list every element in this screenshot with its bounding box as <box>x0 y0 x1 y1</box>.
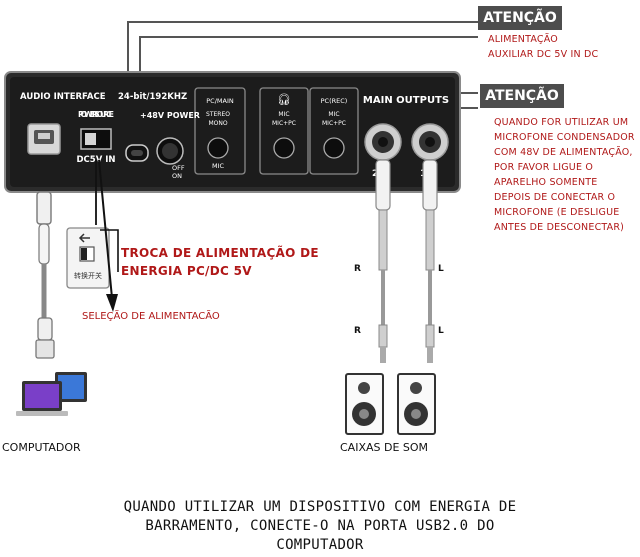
attention-1-line: AUXILIAR DC 5V IN DC <box>488 49 599 60</box>
attention-2-line: MICROFONE (E DESLIGUE <box>494 207 620 218</box>
switch-diagram <box>66 227 110 289</box>
attention-2-line: ANTES DE DESCONECTAR) <box>494 222 625 233</box>
headphone-knob <box>273 137 295 159</box>
usb-cable <box>35 191 55 359</box>
caption-line: BARRAMENTO, CONECTE-O NA PORTA USB2.0 DO <box>145 518 495 534</box>
speaker-left <box>397 373 436 435</box>
output-jack-r <box>364 123 402 161</box>
caption-line: QUANDO UTILIZAR UM DISPOSITIVO COM ENERG… <box>123 499 517 515</box>
headphone-icon: 🎧︎ <box>277 93 291 106</box>
pc-main-label: PC/MAIN <box>206 97 234 105</box>
usb-b-port <box>27 123 61 155</box>
attention-1-line: ALIMENTAÇÃO <box>488 34 558 45</box>
computer-label: COMPUTADOR <box>2 441 81 454</box>
switch-title: TROCA DE ALIMENTAÇÃO DE ENERGIA PC/DC 5V <box>121 244 319 280</box>
power-source-label: POWER SOURCE <box>78 110 114 119</box>
speaker-right <box>345 373 384 435</box>
attention-2-line: COM 48V DE ALIMENTAÇÃO, <box>494 147 633 158</box>
device-spec: 24-bit/192KHZ <box>118 92 187 102</box>
attention-2-line: QUANDO FOR UTILIZAR UM <box>494 117 629 128</box>
attention-2-line: APARELHO SOMENTE <box>494 177 598 188</box>
cable-l-bottom: L <box>438 326 444 336</box>
selection-arrow <box>98 159 113 299</box>
cable-r-bottom: R <box>354 326 361 336</box>
attention-2-line: DEPOIS DE CONECTAR O <box>494 192 616 203</box>
switch-leader-lines <box>95 159 119 312</box>
hp-mic-label: MIC <box>278 111 289 118</box>
caption: QUANDO UTILIZAR UM DISPOSITIVO COM ENERG… <box>20 498 620 555</box>
attention-2-text: QUANDO FOR UTILIZAR UM MICROFONE CONDENS… <box>494 115 638 235</box>
attention-2-line: MICROFONE CONDENSADOR <box>494 132 635 143</box>
speakers-label: CAIXAS DE SOM <box>340 441 429 454</box>
attention-2-line: POR FAVOR LIGUE O <box>494 162 594 173</box>
audio-cable-r <box>375 159 391 363</box>
phantom-label: +48V POWER <box>140 111 200 120</box>
selection-label: SELEÇÃO DE ALIMENTACÃO <box>82 311 220 322</box>
stereo-label: STEREO <box>206 111 230 118</box>
rec-mic-pc-label: MIC+PC <box>322 120 346 127</box>
phantom-power-button <box>156 137 184 165</box>
main-outputs-label: MAIN OUTPUTS <box>363 95 449 106</box>
hp-mic-pc-label: MIC+PC <box>272 120 296 127</box>
switch-chinese-label: 转换开关 <box>74 271 102 280</box>
pc-main-mic-label: MIC <box>212 162 225 170</box>
output-jack-l <box>411 123 449 161</box>
dc-jack <box>125 144 149 162</box>
pc-rec-label: PC(REC) <box>321 97 348 105</box>
switch-title-line: ENERGIA PC/DC 5V <box>121 264 252 278</box>
phantom-on: ON <box>172 172 182 180</box>
audio-interface-device: 🎧︎ AUDIO INTERFACE 24-bit/192KHZ POWER S… <box>4 71 461 193</box>
device-title: AUDIO INTERFACE <box>20 92 106 102</box>
rec-mic-label: MIC <box>328 111 339 118</box>
audio-cable-l <box>422 159 438 363</box>
attention-badge-2: ATENÇÃO <box>480 84 564 108</box>
pc-rec-knob <box>323 137 345 159</box>
attention-1-text: ALIMENTAÇÃO AUXILIAR DC 5V IN DC <box>488 32 636 62</box>
cable-l-top: L <box>438 264 444 274</box>
cable-r-top: R <box>354 264 361 274</box>
caption-line: COMPUTADOR <box>276 537 364 553</box>
power-source-switch <box>80 128 112 150</box>
mono-label: MONO <box>208 120 227 127</box>
attention-badge-1: ATENÇÃO <box>478 6 562 30</box>
pc-main-knob <box>207 137 229 159</box>
phantom-off: OFF <box>172 164 185 172</box>
pc-main-section <box>194 87 359 175</box>
switch-title-line: TROCA DE ALIMENTAÇÃO DE <box>121 246 319 260</box>
computer-icon <box>16 372 87 416</box>
